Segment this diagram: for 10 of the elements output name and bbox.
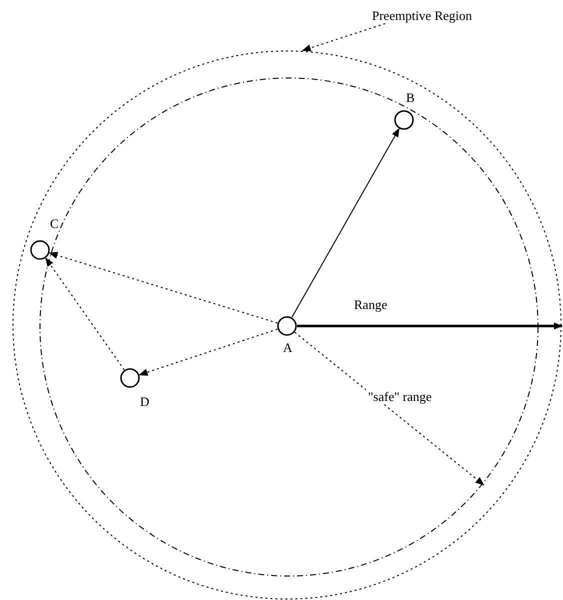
arrow (291, 128, 400, 318)
station-label: A (283, 340, 292, 355)
arrow (45, 257, 125, 370)
arrow (294, 332, 484, 486)
arrow (48, 252, 278, 324)
station-label: C (50, 216, 59, 231)
region-label: Preemptive Region (372, 8, 472, 23)
edge-label: "safe" range (366, 389, 434, 404)
arrow (297, 322, 563, 330)
arrow (138, 328, 278, 376)
